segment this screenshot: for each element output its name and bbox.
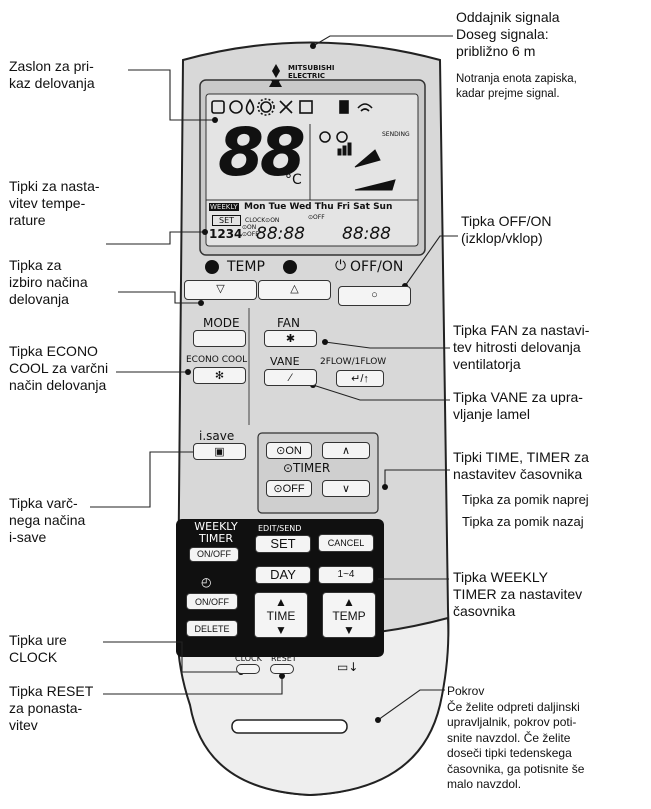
label-timer: Tipki TIME, TIMER za nastavitev časovnik…	[453, 449, 589, 482]
econo-cool-label: ECONO COOL	[186, 355, 248, 365]
label-off-on: Tipka OFF/ON (izklop/vklop)	[461, 213, 552, 246]
lcd-time-2: 88:88	[342, 224, 391, 244]
timer-off-button[interactable]: ⊙OFF	[266, 480, 312, 497]
label-temp-keys: Tipki za nasta- vitev tempe- rature	[9, 178, 100, 228]
vane-label: VANE	[270, 355, 300, 368]
weekly-on-off-button[interactable]: ON/OFF	[189, 547, 239, 562]
label-mode: Tipka za izbiro načina delovanja	[9, 257, 88, 307]
lcd-sending: SENDING	[382, 131, 410, 138]
mitsubishi-logo-icon	[269, 64, 282, 87]
temp-button-label: TEMP	[332, 609, 366, 623]
label-fan: Tipka FAN za nastavi- tev hitrosti delov…	[453, 322, 590, 372]
label-clock: Tipka ure CLOCK	[9, 632, 67, 665]
cancel-button[interactable]: CANCEL	[318, 534, 374, 552]
day-button[interactable]: DAY	[255, 566, 311, 584]
flow-label: 2FLOW/1FLOW	[320, 357, 387, 367]
weekly-timer-label: WEEKLY TIMER	[194, 520, 238, 545]
lcd-temp-unit: °C	[285, 172, 302, 188]
flow-button[interactable]: ↵/↑	[336, 370, 384, 387]
off-on-button[interactable]: ○	[338, 286, 411, 306]
isave-button[interactable]: ▣	[193, 443, 246, 460]
lcd-on-off-small: ⊙ON ⊙OFF	[242, 224, 259, 238]
label-vane: Tipka VANE za upra- vljanje lamel	[453, 389, 583, 422]
lcd-temperature: 88	[218, 114, 306, 191]
edit-send-label: EDIT/SEND	[258, 524, 302, 533]
lcd-days: Mon Tue Wed Thu Fri Sat Sun	[244, 202, 393, 212]
label-reset: Tipka RESET za ponasta- vitev	[9, 683, 94, 733]
temp-up-button[interactable]: △	[258, 280, 331, 300]
label-display: Zaslon za pri- kaz delovanja	[9, 58, 95, 91]
temp-button[interactable]: ▲TEMP▼	[322, 592, 376, 638]
off-on-label: OFF/ON	[350, 259, 404, 275]
label-cover: Pokrov Če želite odpreti daljinski uprav…	[447, 684, 585, 791]
time-button-label: TIME	[266, 609, 296, 623]
timer-forward-button[interactable]: ∧	[322, 442, 370, 459]
temp-down-button[interactable]: ▽	[184, 280, 257, 300]
timer-on-button[interactable]: ⊙ON	[266, 442, 312, 459]
reset-label: RESET	[271, 654, 297, 663]
label-weekly: Tipka WEEKLY TIMER za nastavitev časovni…	[453, 569, 583, 619]
temp-row-label: TEMP	[227, 259, 265, 275]
clock-button[interactable]	[236, 664, 260, 674]
battery-icon: ▭↓	[337, 660, 359, 674]
econo-cool-button[interactable]: ✻	[193, 367, 246, 384]
label-timer-back: Tipka za pomik nazaj	[462, 514, 584, 529]
lcd-weekly-badge: WEEKLY	[209, 203, 239, 211]
temp-minus-icon	[205, 260, 219, 274]
range-button[interactable]: 1~4	[318, 566, 374, 584]
label-signal-note: Notranja enota zapiska, kadar prejme sig…	[456, 73, 577, 100]
isave-label: i.save	[199, 429, 235, 443]
cover-slot	[231, 719, 348, 734]
lcd-set-badge: SET	[212, 215, 242, 226]
time-button[interactable]: ▲TIME▼	[254, 592, 308, 638]
label-isave: Tipka varč- nega načina i-save	[9, 495, 86, 545]
temp-plus-icon	[283, 260, 297, 274]
lcd-clock-on: CLOCK⊙ON	[245, 217, 280, 224]
vane-button[interactable]: ⁄	[264, 369, 317, 386]
lcd-mode-icons	[211, 98, 373, 116]
fan-label: FAN	[277, 316, 300, 330]
label-timer-forward: Tipka za pomik naprej	[462, 492, 589, 507]
label-econo: Tipka ECONO COOL za varčni način delovan…	[9, 343, 109, 393]
mode-button[interactable]	[193, 330, 246, 347]
onoff2-button[interactable]: ON/OFF	[186, 593, 238, 610]
mode-label: MODE	[203, 316, 240, 330]
fan-button[interactable]: ✱	[264, 330, 317, 347]
lcd-off-small: ⊙OFF	[308, 214, 325, 221]
set-button[interactable]: SET	[255, 535, 311, 553]
delete-button[interactable]: DELETE	[186, 620, 238, 637]
lcd-fan-icons	[319, 131, 396, 191]
lcd-screen	[205, 93, 419, 247]
label-signal: Oddajnik signala Doseg signala: približn…	[456, 9, 560, 59]
clock-label: CLOCK	[235, 654, 262, 663]
leader-lines	[90, 35, 458, 721]
timer-label: ⊙TIMER	[283, 461, 331, 475]
power-icon: ⏻	[335, 258, 347, 274]
timer-back-button[interactable]: ∨	[322, 480, 370, 497]
reset-button[interactable]	[270, 664, 294, 674]
clock-small-icon: ◴	[201, 575, 212, 589]
brand-name: MITSUBISHI ELECTRIC	[288, 64, 335, 80]
lcd-nums: 1234	[209, 227, 243, 241]
lcd-time-1: 88:88	[256, 224, 305, 244]
